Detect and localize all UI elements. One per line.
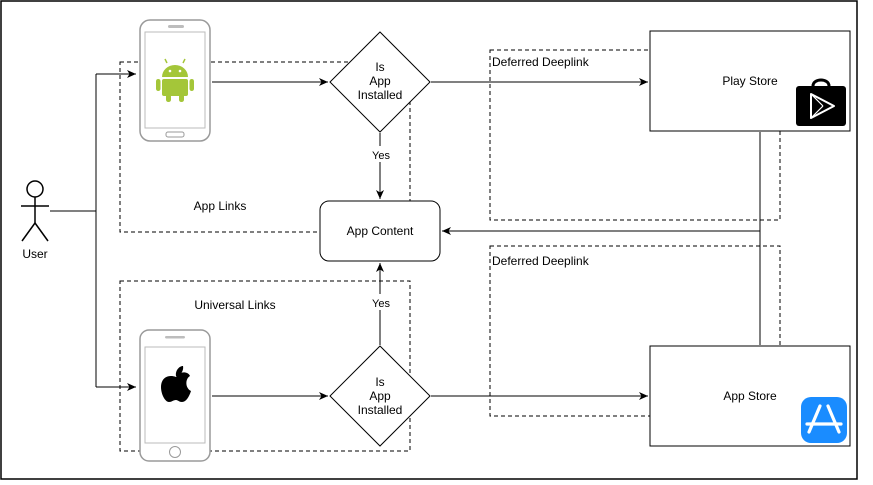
play-store-label: Play Store (722, 74, 778, 88)
decision-top-line-1: Is (375, 60, 384, 74)
app-content-label: App Content (347, 224, 414, 238)
deferred-deeplink-bottom-group (489, 245, 781, 417)
universal-links-group (119, 280, 411, 452)
deferred-deeplink-bottom-label: Deferred Deeplink (492, 254, 590, 268)
decision-bottom-line-2: App (369, 389, 391, 403)
yes-label-bottom: Yes (372, 298, 390, 310)
apple-logo-icon (161, 366, 191, 402)
user-connectors (50, 70, 136, 391)
app-store-icon (801, 397, 847, 443)
android-logo-icon (156, 58, 194, 102)
app-links-label: App Links (194, 199, 247, 213)
app-content-box: App Content (319, 200, 441, 262)
decision-top: Is App Installed (329, 31, 431, 133)
decision-top-line-2: App (369, 74, 391, 88)
play-store-icon (796, 78, 846, 126)
deferred-deeplink-top-label: Deferred Deeplink (492, 55, 590, 69)
yes-label-top: Yes (372, 150, 390, 162)
app-links-group (119, 61, 411, 233)
user-label: User (22, 247, 47, 261)
decision-bottom-line-1: Is (375, 375, 384, 389)
user-actor-icon (21, 180, 49, 242)
deferred-deeplink-top-group (489, 49, 781, 221)
decision-bottom: Is App Installed (329, 345, 431, 447)
android-phone (139, 19, 211, 142)
canvas-frame (0, 0, 858, 480)
flow-edges (212, 78, 761, 400)
app-store-label: App Store (723, 389, 777, 403)
decision-bottom-line-3: Installed (358, 403, 403, 417)
universal-links-label: Universal Links (194, 298, 275, 312)
play-store-box: Play Store (649, 30, 851, 132)
decision-top-line-3: Installed (358, 88, 403, 102)
iphone (139, 329, 211, 462)
app-store-box: App Store (649, 345, 851, 447)
